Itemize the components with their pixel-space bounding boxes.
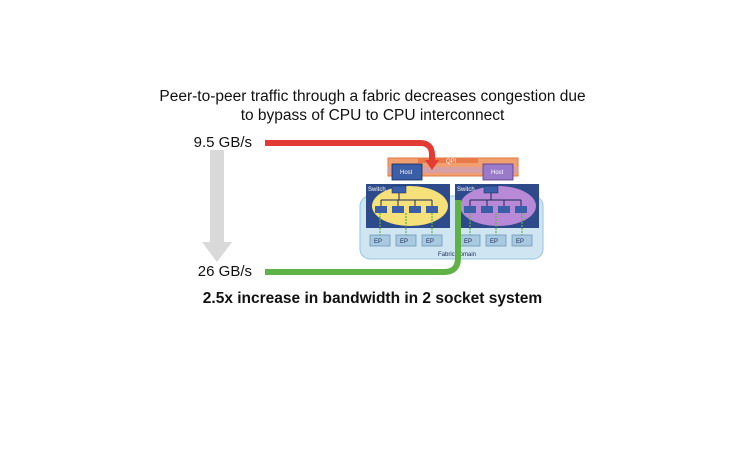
svg-text:EP: EP (516, 239, 524, 245)
rate-after-label: 26 GB/s (197, 263, 252, 280)
svg-text:EP: EP (490, 239, 498, 245)
svg-text:EP: EP (374, 239, 382, 245)
switch-left-label: Switch (368, 187, 386, 193)
qpi-label: QPI (446, 159, 457, 165)
host-port-left: Host (391, 163, 423, 181)
decrease-congestion-arrow (202, 150, 232, 262)
host-port-right-label: Host (491, 170, 504, 176)
host-port-right: Host (482, 163, 514, 181)
heading-line-2: to bypass of CPU to CPU interconnect (240, 107, 505, 124)
switch-right: Switch (455, 184, 539, 228)
green-path (265, 200, 461, 275)
red-path (265, 140, 439, 170)
rate-before-label: 9.5 GB/s (193, 134, 252, 151)
caption: 2.5x increase in bandwidth in 2 socket s… (202, 290, 543, 307)
svg-text:EP: EP (464, 239, 472, 245)
switch-right-label: Switch (457, 187, 475, 193)
endpoint-row: EP EP EP EP EP EP (369, 213, 533, 247)
svg-text:EP: EP (400, 239, 408, 245)
svg-text:EP: EP (426, 239, 434, 245)
heading-line-1: Peer-to-peer traffic through a fabric de… (159, 88, 586, 105)
host-port-left-label: Host (400, 170, 413, 176)
switch-left: Switch (366, 184, 450, 228)
